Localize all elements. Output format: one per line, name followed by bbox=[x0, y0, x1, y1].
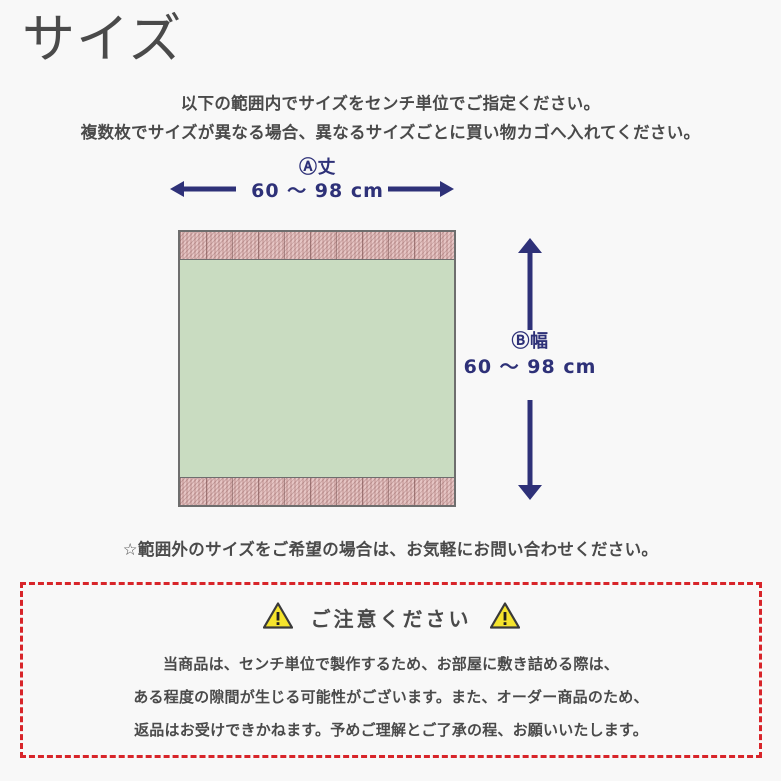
intro-text-line-2: 複数枚でサイズが異なる場合、異なるサイズごとに買い物カゴへ入れてください。 bbox=[80, 123, 701, 142]
length-label-range: 60 〜 98 cm bbox=[251, 180, 384, 202]
arrow-down-icon bbox=[513, 400, 547, 500]
width-label-range: 60 〜 98 cm bbox=[463, 356, 597, 378]
arrow-right-icon bbox=[388, 181, 454, 197]
size-diagram: Ⓐ丈 60 〜 98 cm bbox=[170, 157, 620, 507]
mat-center-area bbox=[180, 261, 454, 476]
page-title: サイズ bbox=[22, 9, 183, 70]
mat-top-band bbox=[180, 232, 454, 260]
out-of-range-note: ☆範囲外のサイズをご希望の場合は、お気軽にお問い合わせください。 bbox=[122, 540, 659, 559]
arrow-up-icon bbox=[513, 238, 547, 330]
length-dimension-label: Ⓐ丈 60 〜 98 cm bbox=[178, 157, 457, 203]
arrow-left-icon bbox=[170, 181, 236, 197]
mat-illustration bbox=[178, 230, 456, 507]
warning-heading: ご注意ください bbox=[23, 602, 759, 633]
width-dimension-label: Ⓑ幅 60 〜 98 cm bbox=[440, 330, 620, 380]
width-label-name: Ⓑ幅 bbox=[511, 331, 549, 352]
warning-text-line-1: 当商品は、センチ単位で製作するため、お部屋に敷き詰める際は、 bbox=[162, 655, 619, 673]
mat-bottom-band bbox=[180, 477, 454, 505]
warning-text-line-2: ある程度の隙間が生じる可能性がございます。また、オーダー商品のため、 bbox=[133, 688, 649, 706]
warning-text-line-3: 返品はお受けできかねます。予めご理解とご了承の程、お願いいたします。 bbox=[134, 721, 648, 739]
warning-heading-text: ご注意ください bbox=[310, 607, 472, 631]
warning-triangle-icon-left bbox=[262, 602, 293, 633]
warning-box: ご注意ください 当商品は、センチ単位で製作するため、お部屋に敷き詰める際は、 あ… bbox=[20, 582, 762, 758]
intro-text-line-1: 以下の範囲内でサイズをセンチ単位でご指定ください。 bbox=[180, 94, 601, 113]
warning-triangle-icon-right bbox=[489, 602, 520, 633]
length-label-name: Ⓐ丈 bbox=[299, 157, 336, 178]
